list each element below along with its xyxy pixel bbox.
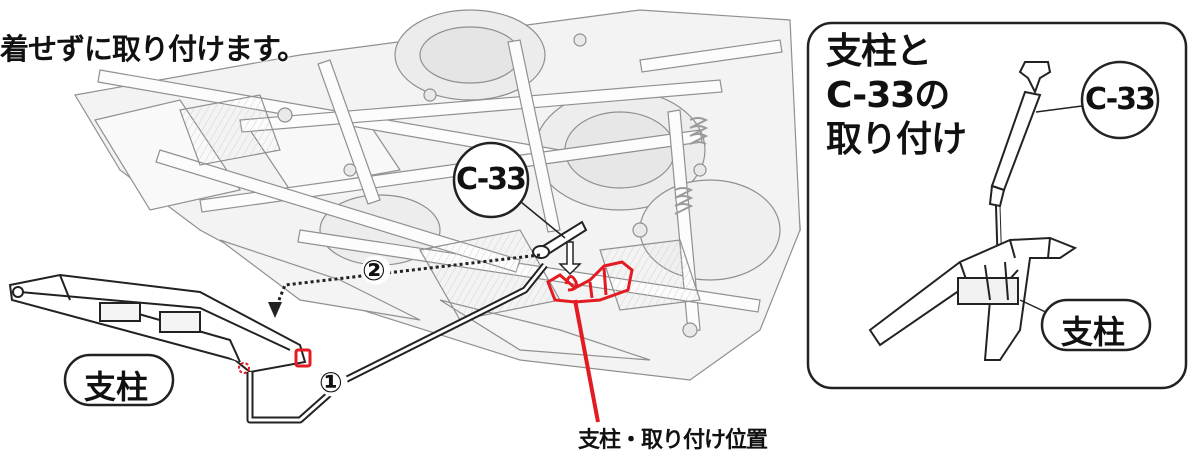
inset-title-line-1: 支柱と — [826, 31, 932, 72]
inset-title: 支柱と C-33の 取り付け — [826, 30, 967, 162]
inset-title-line-2: C-33の — [826, 75, 950, 116]
strut-label-box-inset — [1040, 298, 1152, 352]
inset-strut-part — [868, 236, 1078, 361]
mount-arrow — [558, 241, 582, 276]
step2-label: ② — [362, 254, 386, 287]
dotted-arrowhead — [268, 302, 282, 318]
strut-label-box-main — [63, 353, 175, 407]
strut-mount-highlight — [294, 348, 312, 368]
chassis-underside — [74, 9, 801, 381]
strut-label-main: 支柱 — [84, 368, 149, 406]
inset-title-line-3: 取り付け — [826, 119, 967, 160]
dotted-path-2 — [273, 253, 541, 311]
c33-badge-label-inset: C-33 — [1085, 82, 1156, 117]
c33-badge-main — [452, 141, 530, 219]
inset-c33-leader — [1035, 105, 1083, 113]
step1-label: ① — [319, 366, 343, 399]
step1-marker — [318, 367, 348, 397]
mount-location-label: 支柱・取り付け位置 — [578, 428, 768, 453]
strut-label-inset: 支柱 — [1061, 313, 1126, 351]
rod-c33 — [520, 201, 588, 259]
c33-badge-label-main: C-33 — [456, 162, 527, 197]
instruction-text: 着せずに取り付けます。 — [0, 32, 306, 66]
strut-pin-highlight — [238, 362, 250, 374]
strut-part — [8, 273, 307, 374]
mount-pointer-line — [573, 299, 600, 423]
step2-marker — [361, 255, 391, 285]
mount-location-highlight — [546, 260, 634, 304]
c33-badge-inset — [1080, 60, 1160, 140]
